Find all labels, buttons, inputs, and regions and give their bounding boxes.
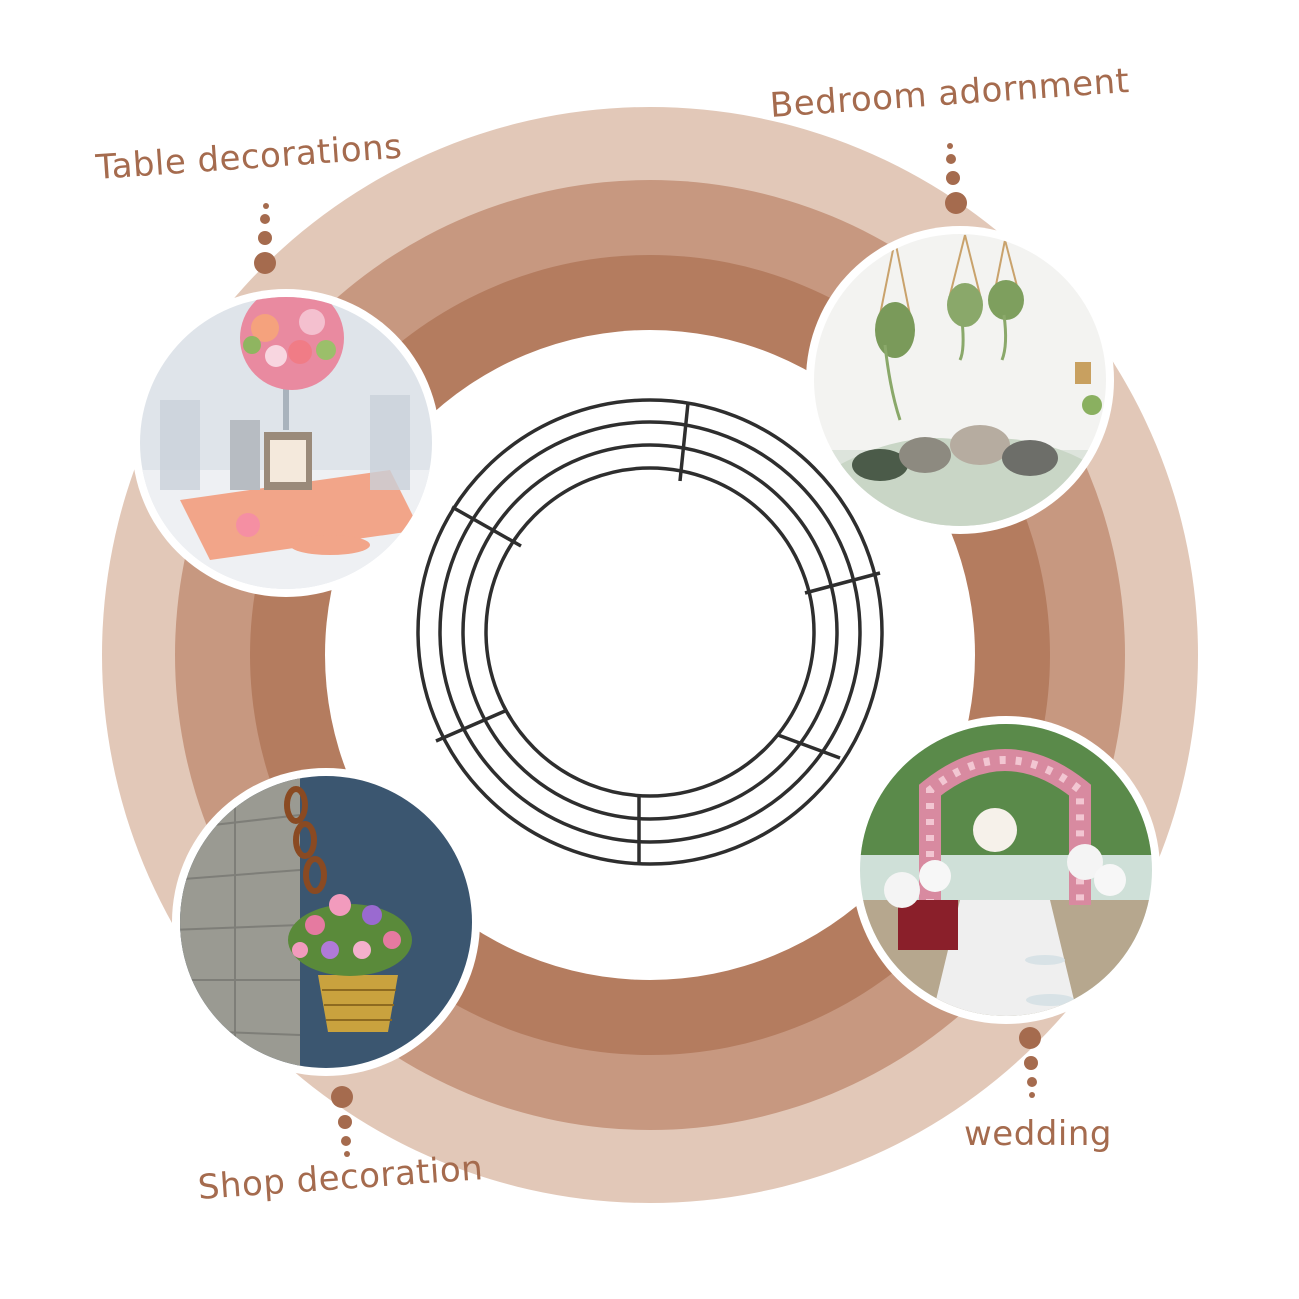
table-decorations-photo [132, 289, 440, 597]
bedroom-adornment-photo [806, 226, 1114, 534]
ring-center [325, 330, 975, 980]
dots-bedroom [945, 143, 967, 214]
dots-wedding [1019, 1027, 1041, 1098]
dots-table [254, 203, 276, 274]
wire-wreath-frame-icon [416, 398, 884, 866]
wedding-photo [852, 716, 1160, 1024]
dots-shop [331, 1086, 353, 1157]
shop-decoration-photo [172, 768, 480, 1076]
label-wedding: wedding [964, 1114, 1112, 1154]
